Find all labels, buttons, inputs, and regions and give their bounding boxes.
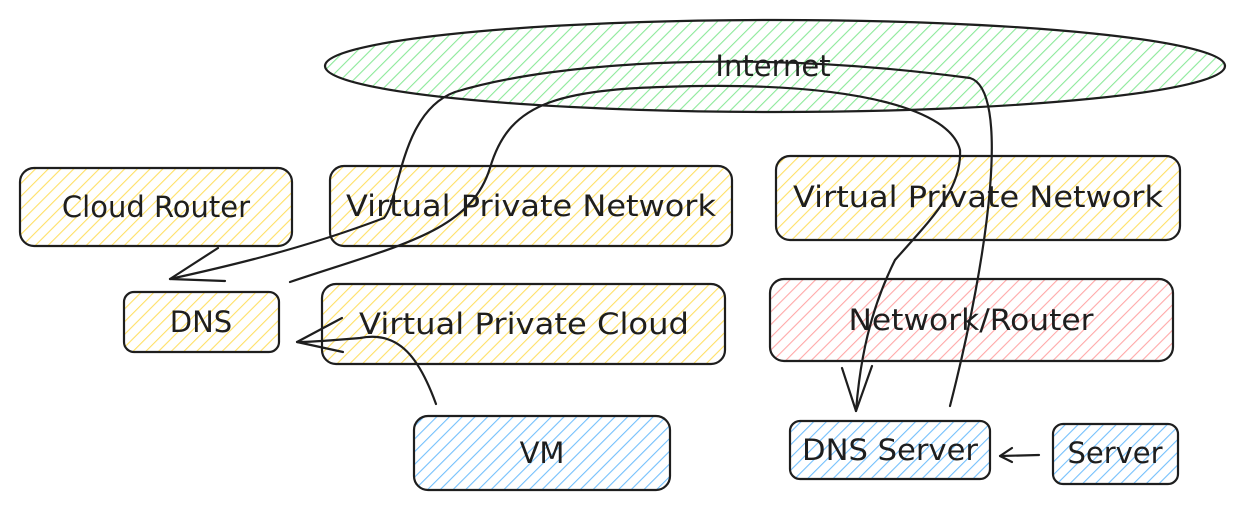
vm-label: VM [520, 436, 565, 470]
edge-vm-to-dns [295, 316, 438, 406]
vpn-left-label: Virtual Private Network [346, 189, 716, 223]
vpn-left-node[interactable]: Virtual Private Network [328, 164, 734, 248]
vpn-right-node[interactable]: Virtual Private Network [774, 154, 1182, 242]
vpc-node[interactable]: Virtual Private Cloud [320, 282, 727, 366]
server-label: Server [1067, 436, 1162, 470]
internet-label: Internet [715, 49, 830, 83]
dns-server-label: DNS Server [802, 433, 978, 467]
arrowhead-dns-server [840, 364, 874, 413]
server-node[interactable]: Server [1051, 422, 1180, 486]
dns-node[interactable]: DNS [122, 290, 281, 354]
vpc-label: Virtual Private Cloud [359, 307, 689, 341]
edge-dns-server-to-dns [168, 60, 993, 408]
arrowhead-dns [168, 246, 227, 283]
dns-server-node[interactable]: DNS Server [788, 419, 992, 481]
arrowhead-vm-dns [295, 316, 345, 354]
cloud-router-label: Cloud Router [62, 190, 250, 224]
arrowhead-server-dns-server [998, 446, 1014, 464]
network-router-node[interactable]: Network/Router [768, 277, 1175, 363]
dns-label: DNS [170, 305, 232, 339]
internet-node[interactable]: Internet [323, 18, 1227, 114]
vm-node[interactable]: VM [412, 414, 672, 492]
edge-server-to-dns-server [998, 446, 1041, 464]
edge-dns-to-dns-server [288, 84, 962, 413]
vpn-right-label: Virtual Private Network [793, 180, 1163, 214]
cloud-router-node[interactable]: Cloud Router [18, 166, 294, 248]
